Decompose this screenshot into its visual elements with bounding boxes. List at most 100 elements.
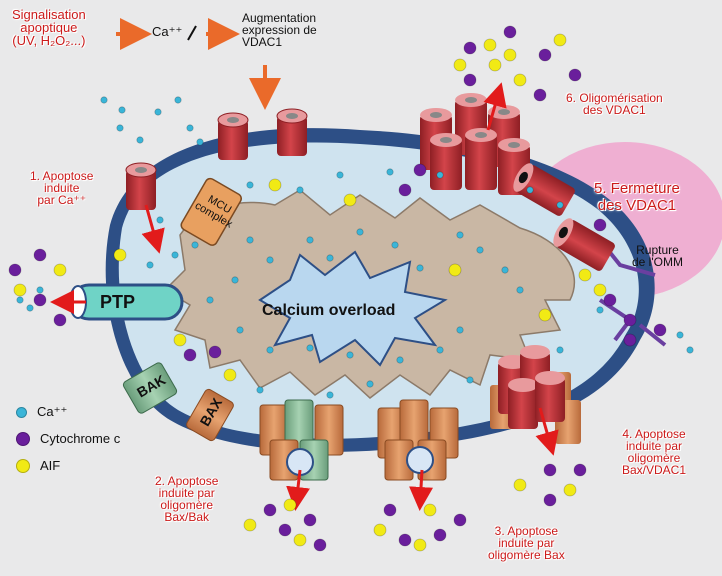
calcium-ion [154, 108, 162, 116]
calcium-ion [476, 246, 484, 254]
aif-particle [173, 333, 187, 347]
bax-vdac-oligomer [490, 345, 581, 444]
calcium-ion [191, 241, 199, 249]
rupture-1: Rupture [636, 243, 679, 257]
apoptose-bak-3: oligomère [160, 498, 214, 512]
aif-particle [483, 38, 497, 52]
calcium-ion [326, 391, 334, 399]
calcium-ion [436, 171, 444, 179]
calcium-ion [16, 296, 24, 304]
calcium-ion [136, 136, 144, 144]
calcium-ion [556, 346, 564, 354]
apoptose-bak-2: induite par [158, 486, 215, 500]
ca-legend-dot [16, 406, 27, 418]
fermeture-2: des VDAC1 [597, 197, 677, 214]
calcium-ion [118, 106, 126, 114]
arrow-baxbak-down [286, 469, 310, 511]
calcium-ion [26, 304, 34, 312]
cytochrome-c-particle [303, 513, 317, 527]
aif-particle [578, 268, 592, 282]
aif-particle [448, 263, 462, 277]
calcium-ion [356, 228, 364, 236]
cytochrome-c-particle [573, 463, 587, 477]
calcium-ion [436, 346, 444, 354]
cytochrome-c-particle [653, 323, 667, 337]
bax-oligomer [377, 399, 459, 481]
calcium-ion [396, 356, 404, 364]
cytochrome-c-particle [568, 68, 582, 82]
signal-line-3: (UV, H₂O₂...) [12, 33, 86, 48]
calcium-ion [116, 124, 124, 132]
increase-line-3: VDAC1 [242, 35, 283, 49]
label-oligomerisation: 6. Oligomérisation des VDAC1 [566, 92, 663, 116]
calcium-ion [246, 236, 254, 244]
calcium-ion [346, 351, 354, 359]
calcium-ion [386, 168, 394, 176]
aif-particle [538, 308, 552, 322]
calcium-ion [676, 331, 684, 339]
aif-particle [343, 193, 357, 207]
aif-particle [283, 498, 297, 512]
cytochrome-c-particle [463, 73, 477, 87]
label-rupture: Rupture de l'OMM [632, 244, 683, 268]
calcium-ion [174, 96, 182, 104]
cytochrome-c-particle [463, 41, 477, 55]
calcium-ion [501, 266, 509, 274]
legend-cyto-label: Cytochrome c [40, 431, 121, 446]
arrow-baxvdac-down [535, 407, 559, 456]
oligomerisation-2: des VDAC1 [583, 103, 646, 117]
aif-particle [223, 368, 237, 382]
aif-particle [268, 178, 282, 192]
calcium-ion [206, 296, 214, 304]
signal-label: Signalisation apoptique (UV, H₂O₂...) [12, 8, 86, 47]
calcium-ion [171, 251, 179, 259]
increase-line-1: Augmentation [242, 11, 317, 25]
arrow-oligomer-up [483, 82, 507, 131]
aif-particle [563, 483, 577, 497]
aif-particle [488, 58, 502, 72]
particles [8, 25, 694, 552]
cytochrome-c-particle [383, 503, 397, 517]
calcium-ion [186, 124, 194, 132]
calcium-ion [146, 261, 154, 269]
aif-particle [453, 58, 467, 72]
vdac-left [125, 162, 157, 210]
label-apoptose-ca: 1. Apoptose induite par Ca⁺⁺ [30, 170, 93, 206]
apoptose-bax-3: oligomère Bax [488, 548, 565, 562]
apoptose-baxvdac-4: Bax/VDAC1 [622, 463, 687, 477]
calcium-ion [526, 186, 534, 194]
calcium-ion [556, 201, 564, 209]
calcium-overload-burst [258, 250, 448, 367]
aif-particle [593, 283, 607, 297]
label-fermeture: 5. Fermeture des VDAC1 [594, 180, 680, 214]
calcium-ion [266, 256, 274, 264]
label-apoptose-bax-vdac: 4. Apoptose induite par oligomère Bax/VD… [622, 428, 686, 476]
cytochrome-c-particle [278, 523, 292, 537]
cytochrome-c-particle [453, 513, 467, 527]
calcium-ion [686, 346, 694, 354]
calcium-ion [516, 286, 524, 294]
apoptose-baxvdac-2: induite par [625, 439, 683, 453]
calcium-ion [231, 276, 239, 284]
apoptose-bax-1: 3. Apoptose [494, 524, 559, 538]
calcium-ion [296, 186, 304, 194]
cytochrome-c-particle [398, 183, 412, 197]
label-apoptose-bax: 3. Apoptose induite par oligomère Bax [488, 525, 565, 561]
aif-particle [503, 48, 517, 62]
legend-ca-label: Ca⁺⁺ [37, 404, 68, 419]
apoptose-bak-4: Bax/Bak [164, 510, 210, 524]
cytochrome-c-particle [623, 313, 637, 327]
apoptose-baxvdac-3: oligomère [627, 451, 681, 465]
increase-label: Augmentation expression de VDAC1 [242, 12, 317, 48]
cytochrome-c-particle [183, 348, 197, 362]
aif-particle [243, 518, 257, 532]
vdac-closed-2 [553, 218, 615, 271]
aif-particle [553, 33, 567, 47]
signal-line-1: Signalisation [12, 7, 86, 22]
arrow-vdac-left [141, 204, 165, 254]
calcium-ion [326, 254, 334, 262]
aif-particle [373, 523, 387, 537]
cytochrome-c-particle [593, 218, 607, 232]
